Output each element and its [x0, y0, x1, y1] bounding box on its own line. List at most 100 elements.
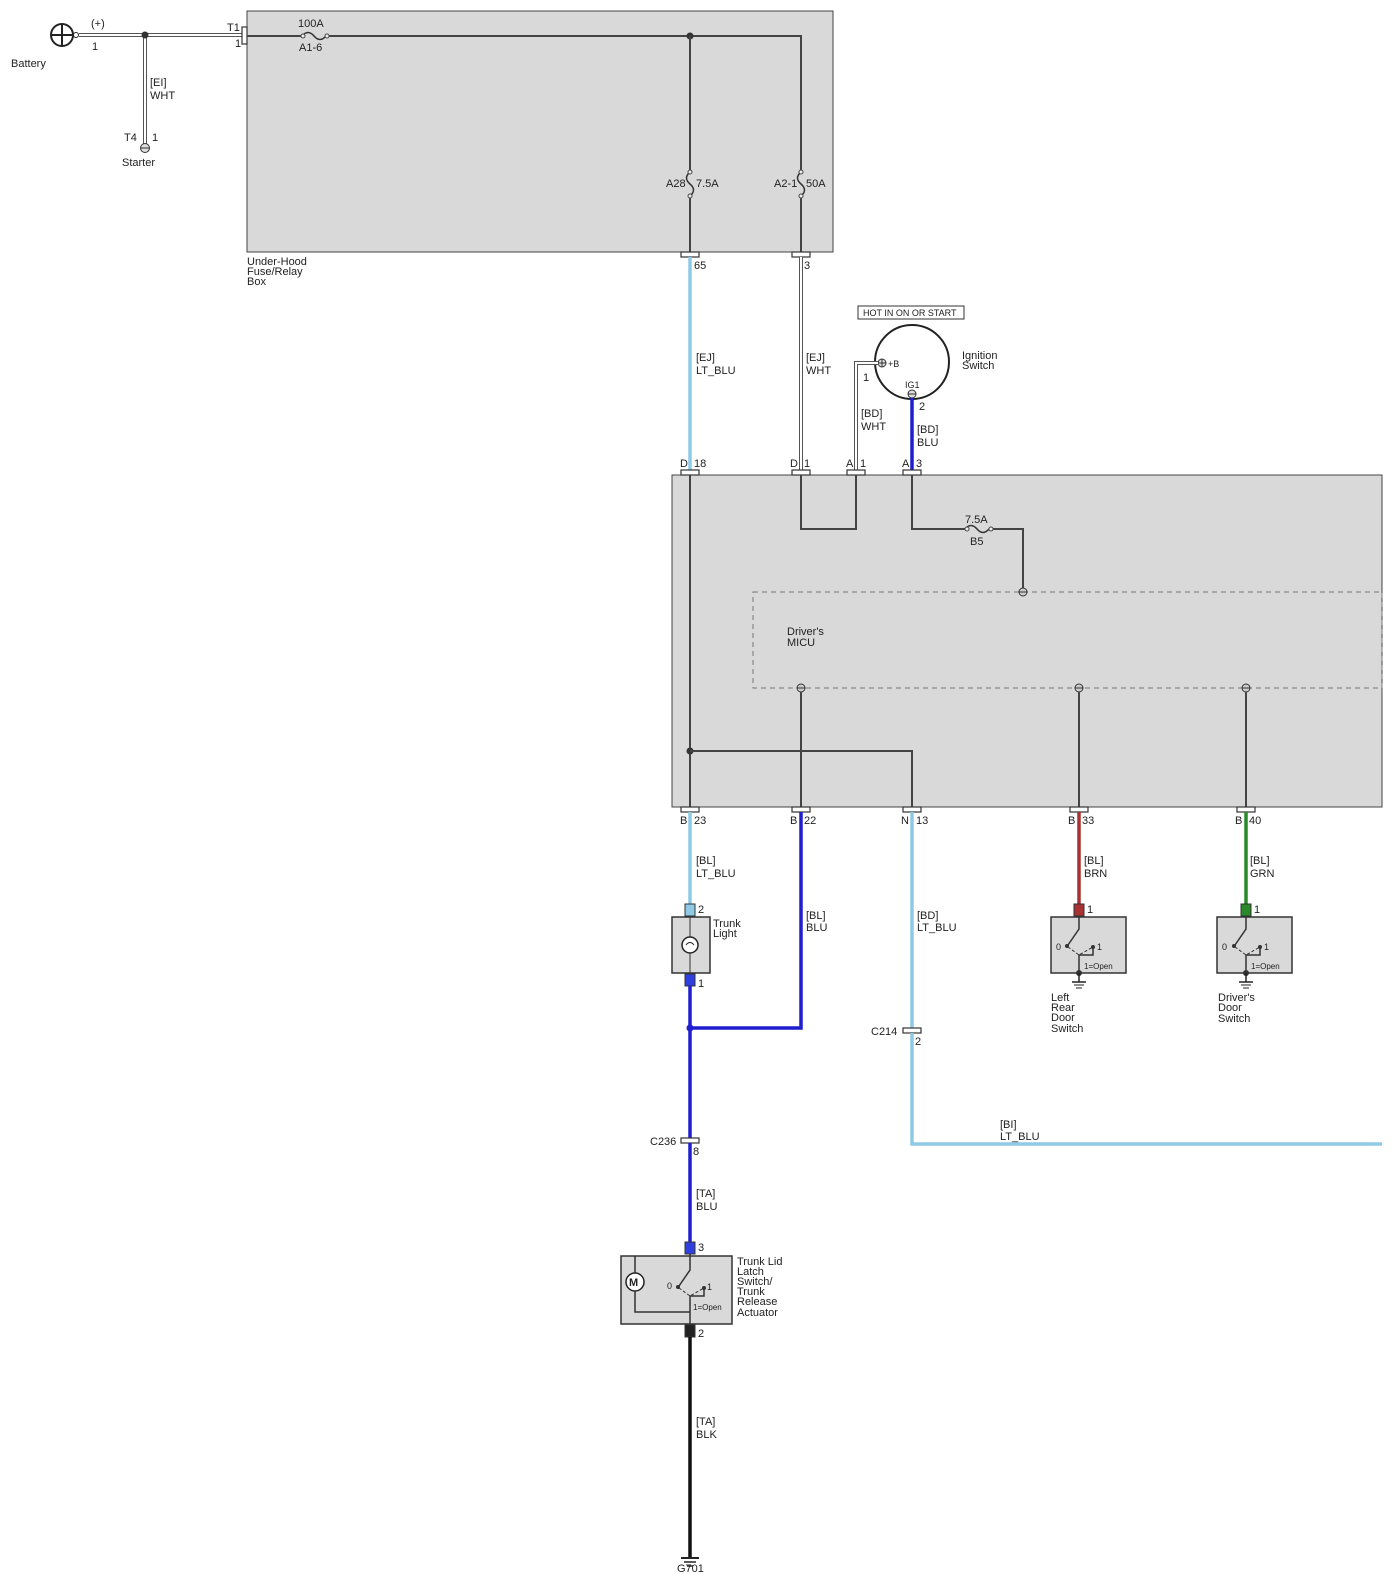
- left-rear-state-0: 0: [1056, 942, 1061, 952]
- micu-top-connectors: [680, 469, 922, 476]
- left-rear-name-2: Rear: [1051, 1002, 1075, 1014]
- drivers-door-ground-icon: [1239, 970, 1253, 989]
- latch-name-2: Latch: [737, 1266, 764, 1278]
- c236-pin: 8: [693, 1146, 699, 1158]
- latch-name-6: Actuator: [737, 1307, 778, 1319]
- left-rear-open-note: 1=Open: [1084, 962, 1113, 971]
- micu-bot-pin-4-conn: B: [1068, 815, 1075, 827]
- micu-bot-pin-2-conn: B: [790, 815, 797, 827]
- micu-name-1: Driver's: [787, 626, 824, 638]
- latch-name-3: Switch/: [737, 1276, 773, 1288]
- micu-bottom-connectors: [680, 806, 1256, 813]
- ignition-pin-2: 2: [919, 401, 925, 413]
- latch-pin-3: [684, 1241, 696, 1255]
- left-rear-name-4: Switch: [1051, 1023, 1083, 1035]
- ignition-ig1: IG1: [905, 380, 920, 390]
- latch-state-0: 0: [667, 1281, 672, 1291]
- bi-color: LT_BLU: [1000, 1131, 1040, 1143]
- micu-fuse-b5-symbol: [964, 524, 990, 534]
- latch-name-5: Release: [737, 1296, 777, 1308]
- latch-pin-2: [684, 1324, 696, 1338]
- ignition-plus-b: +B: [888, 359, 899, 369]
- bd-wht-color: WHT: [861, 421, 886, 433]
- battery-polarity: (+): [91, 18, 105, 30]
- ta-blk-conn: [TA]: [696, 1416, 715, 1428]
- fuse-a28-id: A28: [666, 178, 686, 190]
- fuse-box-name-3: Box: [247, 276, 266, 288]
- left-rear-name-3: Door: [1051, 1012, 1075, 1024]
- latch-state-1: 1: [707, 1282, 712, 1292]
- t1-connector: [241, 26, 248, 45]
- fuse-box-pin-3: [791, 251, 811, 258]
- starter-wire-color: WHT: [150, 90, 175, 102]
- main-fuse-rating: 100A: [298, 18, 324, 30]
- ignition-name-1: Ignition: [962, 350, 997, 362]
- bi-conn: [BI]: [1000, 1119, 1017, 1131]
- trunk-light-name-1: Trunk: [713, 918, 741, 930]
- micu-top-pin-1-conn: D: [680, 458, 688, 470]
- battery-label: Battery: [11, 58, 46, 70]
- micu-top-pin-3-conn: A: [846, 458, 854, 470]
- micu-bot-pin-3-conn: N: [901, 815, 909, 827]
- starter-label: Starter: [122, 157, 155, 169]
- latch-switch-arm: [678, 1254, 691, 1287]
- ta-blu-conn: [TA]: [696, 1188, 715, 1200]
- battery-pin: 1: [92, 41, 98, 53]
- drivers-door-name-3: Switch: [1218, 1013, 1250, 1025]
- micu-fuse-rating: 7.5A: [965, 514, 988, 526]
- ej-ltblu-color: LT_BLU: [696, 365, 736, 377]
- fuse-a28-symbol: [685, 171, 695, 197]
- fuse-box-pin-65: [680, 251, 700, 258]
- drivers-door-open-note: 1=Open: [1251, 962, 1280, 971]
- c214-label: C214: [871, 1026, 897, 1038]
- bl-blu-conn: [BL]: [806, 910, 826, 922]
- t1-pin: 1: [235, 38, 241, 50]
- left-rear-door-pin-label: 1: [1087, 904, 1093, 916]
- micu-top-pin-1-num: 18: [694, 458, 706, 470]
- fuse-a28-rating: 7.5A: [696, 178, 719, 190]
- micu-name-2: MICU: [787, 637, 815, 649]
- ground-symbol: [681, 1557, 699, 1567]
- ignition-name-2: Switch: [962, 360, 994, 372]
- bl-blu-color: BLU: [806, 922, 827, 934]
- left-rear-door-switch: [1050, 916, 1127, 974]
- drivers-door-state-0: 0: [1222, 942, 1227, 952]
- c214-pin: 2: [915, 1036, 921, 1048]
- bd-blu-conn: [BD]: [917, 424, 938, 436]
- left-rear-name-1: Left: [1051, 992, 1069, 1004]
- trunk-light-pin-2: [684, 903, 696, 917]
- ta-blk-color: BLK: [696, 1429, 717, 1441]
- micu-inner-module: [752, 591, 1383, 689]
- bd-wht-conn: [BD]: [861, 408, 882, 420]
- bd-ltblu-conn: [BD]: [917, 910, 938, 922]
- starter-pin: 1: [152, 132, 158, 144]
- drivers-door-switch: [1216, 916, 1293, 974]
- left-rear-ground-icon: [1072, 970, 1086, 989]
- t1-label: T1: [227, 22, 240, 34]
- bl-grn-conn: [BL]: [1250, 855, 1270, 867]
- left-rear-state-1: 1: [1097, 942, 1102, 952]
- micu-box: [671, 474, 1383, 808]
- fuse-box-name-2: Fuse/Relay: [247, 266, 303, 278]
- micu-top-pin-4-conn: A: [902, 458, 910, 470]
- fuse-box-pin-65-label: 65: [694, 260, 706, 272]
- ground-label: G701: [677, 1563, 704, 1574]
- micu-top-pin-3-num: 1: [860, 458, 866, 470]
- micu-bot-pin-3-num: 13: [916, 815, 928, 827]
- battery-symbol: [50, 23, 79, 47]
- ta-blu-color: BLU: [696, 1201, 717, 1213]
- bd-ltblu-color: LT_BLU: [917, 922, 957, 934]
- fuse-a21-symbol: [796, 171, 806, 197]
- bl-grn-color: GRN: [1250, 868, 1275, 880]
- main-fuse-id: A1-6: [299, 42, 322, 54]
- micu-fuse-id: B5: [970, 536, 983, 548]
- micu-top-pin-2-conn: D: [790, 458, 798, 470]
- latch-open-note: 1=Open: [693, 1303, 722, 1312]
- fuse-box-name-1: Under-Hood: [247, 256, 307, 268]
- micu-top-pin-2-num: 1: [804, 458, 810, 470]
- bl-brn-color: BRN: [1084, 868, 1107, 880]
- wire-bl-blu: [690, 812, 803, 1030]
- latch-name-1: Trunk Lid: [737, 1256, 782, 1268]
- fuse-a21-rating: 50A: [806, 178, 826, 190]
